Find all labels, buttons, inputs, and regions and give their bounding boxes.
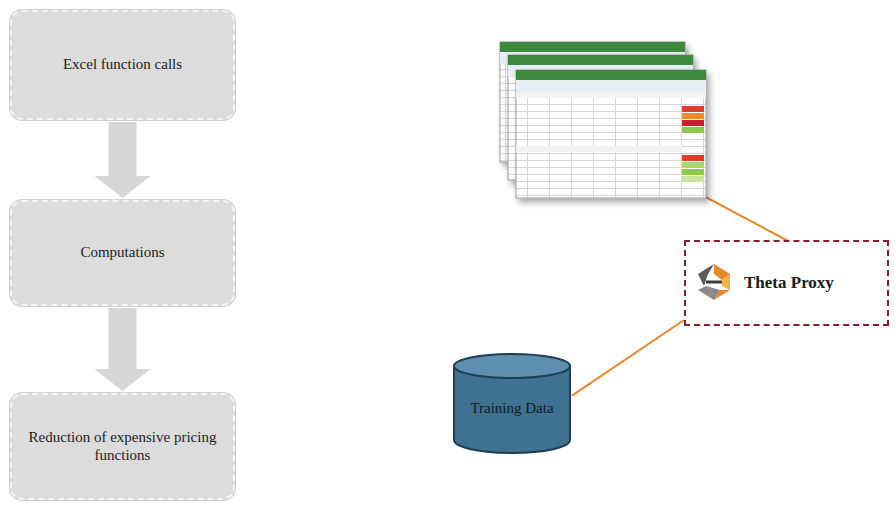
process-box: Excel function calls <box>10 10 235 120</box>
link-line <box>572 320 684 396</box>
database-cylinder: Training Data <box>452 352 572 456</box>
process-box: Reduction of expensive pricing functions <box>10 393 235 500</box>
sheet <box>516 70 706 198</box>
node-label: Theta Proxy <box>744 273 834 293</box>
block-arrow <box>95 122 151 198</box>
node-label: Computations <box>80 244 164 261</box>
node-label: Reduction of expensive pricing functions <box>26 429 219 464</box>
theta-logo <box>692 260 736 304</box>
node-label: Training Data <box>470 400 553 417</box>
block-arrow <box>95 308 151 391</box>
process-box: Computations <box>10 200 235 306</box>
node-label: Excel function calls <box>63 56 182 73</box>
